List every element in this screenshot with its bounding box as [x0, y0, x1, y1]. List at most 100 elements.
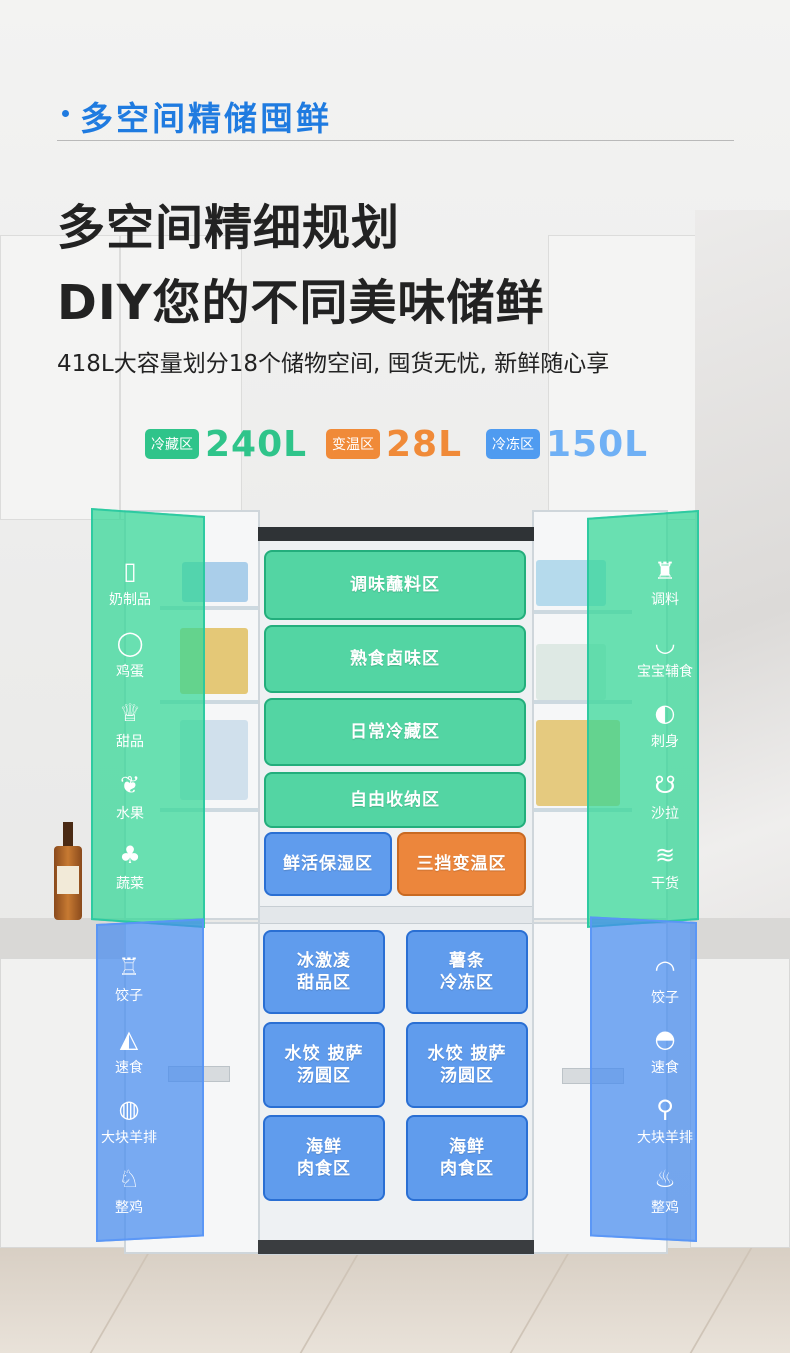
door-shelf: [532, 808, 632, 812]
drawer-label-line1: 水饺 披萨: [427, 1044, 507, 1064]
capacity-convertible: 变温区 28L: [326, 424, 462, 465]
drawer-label-line1: 海鲜: [449, 1137, 485, 1157]
title-bullet: [62, 110, 69, 117]
door-shelf: [160, 808, 260, 812]
zone-seasoning: 调味蘸料区: [264, 550, 526, 620]
subtitle: 418L大容量划分18个储物空间, 囤货无忧, 新鲜随心享: [57, 351, 610, 377]
door-shelf: [160, 606, 260, 610]
door-item-label: 速食: [651, 1060, 679, 1076]
countertop-right: [690, 918, 790, 958]
title-divider: [57, 140, 734, 141]
drumstick-icon: ⚲: [656, 1095, 674, 1123]
capacity-tag: 冷冻区: [486, 429, 540, 459]
capacity-fridge: 冷藏区 240L: [145, 423, 308, 465]
milk-carton-icon: ▯: [123, 557, 137, 585]
salad-bowl-icon: ☋: [654, 771, 676, 799]
steak-icon: ◍: [118, 1095, 140, 1123]
door-item-label: 鸡蛋: [116, 664, 144, 680]
bun-icon: ◓: [654, 1025, 676, 1053]
door-item-sashimi: ◐ 刺身: [628, 698, 702, 751]
freezer-drawer-right-2[interactable]: 水饺 披萨汤圆区: [406, 1022, 528, 1108]
freezer-drawer-right-1[interactable]: 薯条冷冻区: [406, 930, 528, 1014]
freezer-drawer-left-1[interactable]: 冰激凌甜品区: [263, 930, 385, 1014]
drawer-label: 三挡变温区: [416, 854, 507, 874]
fridge-base: [258, 1240, 534, 1254]
sashimi-icon: ◐: [654, 699, 676, 727]
zone-label: 调味蘸料区: [350, 575, 440, 595]
freezer-item-1: ♖ 饺子: [92, 952, 166, 1005]
cupcake-icon: ♕: [119, 699, 141, 727]
freezer-item-8: ♨ 整鸡: [628, 1164, 702, 1217]
zone-free-storage: 自由收纳区: [264, 772, 526, 828]
door-item-vegetable: ♣ 蔬菜: [93, 840, 167, 893]
door-item-label: 饺子: [651, 990, 679, 1006]
door-item-salad: ☋ 沙拉: [628, 770, 702, 823]
freezer-item-4: ♘ 整鸡: [92, 1164, 166, 1217]
door-item-label: 速食: [115, 1060, 143, 1076]
freezer-drawer-left-3[interactable]: 海鲜肉食区: [263, 1115, 385, 1201]
fruit-icon: ❦: [119, 771, 141, 799]
door-item-label: 干货: [651, 876, 679, 892]
door-item-label: 宝宝辅食: [637, 664, 693, 680]
lower-cabinet-right: [690, 958, 790, 1248]
dried-goods-icon: ≋: [654, 841, 676, 869]
drawer-moisture[interactable]: 鲜活保湿区: [264, 832, 392, 896]
capacity-tag: 变温区: [326, 429, 380, 459]
freezer-drawer-left-2[interactable]: 水饺 披萨汤圆区: [263, 1022, 385, 1108]
door-item-label: 刺身: [651, 734, 679, 750]
door-item-baby-food: ◡ 宝宝辅食: [628, 628, 702, 681]
zone-label: 日常冷藏区: [350, 722, 440, 742]
drawer-label-line2: 肉食区: [440, 1159, 494, 1179]
capacity-tag: 冷藏区: [145, 429, 199, 459]
seasoning-bottle-icon: ♜: [654, 557, 676, 585]
drawer-label-line1: 薯条: [449, 951, 485, 971]
zone-label: 自由收纳区: [350, 790, 440, 810]
zone-cooked-food: 熟食卤味区: [264, 625, 526, 693]
capacity-value: 150L: [546, 423, 649, 465]
door-shelf: [532, 610, 632, 614]
freezer-item-2: ◭ 速食: [92, 1024, 166, 1077]
ice-cream-icon: ♖: [118, 953, 140, 981]
door-item-dried-goods: ≋ 干货: [628, 840, 702, 893]
freezer-drawer-right-3[interactable]: 海鲜肉食区: [406, 1115, 528, 1201]
fridge-top-strip: [258, 527, 534, 541]
door-item-label: 大块羊排: [101, 1130, 157, 1146]
freezer-item-6: ◓ 速食: [628, 1024, 702, 1077]
drawer-label-line2: 甜品区: [297, 973, 351, 993]
dumpling-icon: ◠: [654, 955, 676, 983]
fridge-divider: [260, 906, 532, 924]
drawer-label-line1: 海鲜: [306, 1137, 342, 1157]
capacity-freezer: 冷冻区 150L: [486, 423, 649, 465]
door-item-seasoning: ♜ 调料: [628, 556, 702, 609]
door-item-label: 大块羊排: [637, 1130, 693, 1146]
drawer-convertible[interactable]: 三挡变温区: [397, 832, 526, 896]
freezer-item-7: ⚲ 大块羊排: [628, 1094, 702, 1147]
capacity-value: 240L: [205, 423, 308, 465]
drawer-label-line2: 肉食区: [297, 1159, 351, 1179]
baby-bowl-icon: ◡: [654, 629, 676, 657]
section-title: 多空间精储囤鲜: [80, 99, 332, 138]
chicken-icon: ♘: [118, 1165, 140, 1193]
wood-floor: [0, 1248, 790, 1353]
zone-daily-chilled: 日常冷藏区: [264, 698, 526, 766]
door-item-dessert: ♕ 甜品: [93, 698, 167, 751]
door-item-label: 水果: [116, 806, 144, 822]
door-item-label: 饺子: [115, 988, 143, 1004]
headline-line1: 多空间精细规划: [57, 200, 401, 256]
freezer-item-3: ◍ 大块羊排: [92, 1094, 166, 1147]
door-item-label: 甜品: [116, 734, 144, 750]
door-shelf: [532, 700, 632, 704]
egg-icon: ◯: [116, 629, 144, 657]
drawer-label-line2: 冷冻区: [440, 973, 494, 993]
door-item-label: 奶制品: [109, 592, 151, 608]
pizza-icon: ◭: [119, 1025, 139, 1053]
freezer-item-5: ◠ 饺子: [628, 954, 702, 1007]
zone-label: 熟食卤味区: [350, 649, 440, 669]
door-item-egg: ◯ 鸡蛋: [93, 628, 167, 681]
door-shelf: [160, 700, 260, 704]
broccoli-icon: ♣: [119, 841, 141, 869]
roast-chicken-icon: ♨: [654, 1165, 676, 1193]
drawer-label-line1: 水饺 披萨: [284, 1044, 364, 1064]
upper-cabinet-left: [0, 235, 120, 520]
drawer-label: 鲜活保湿区: [283, 854, 373, 874]
